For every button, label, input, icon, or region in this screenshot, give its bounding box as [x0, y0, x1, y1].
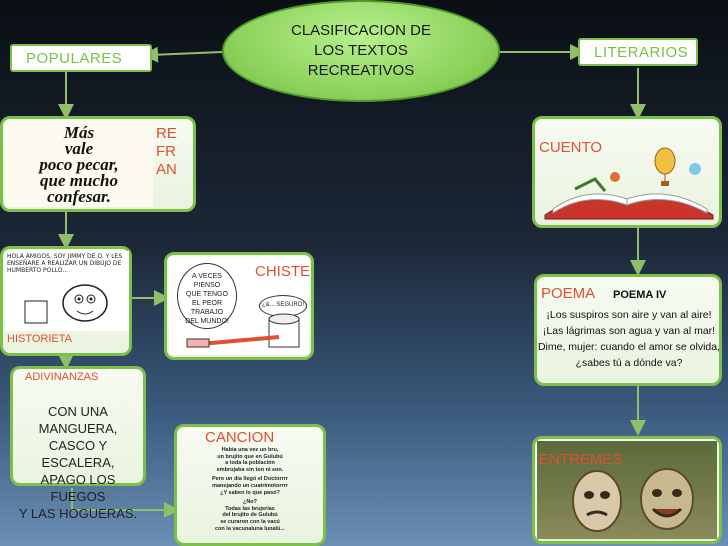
historieta-image: HOLA AMIGOS, SOY JIMMY DE O. Y LES ENSEÑ…: [5, 251, 129, 331]
theatre-masks-image: [537, 441, 717, 539]
chiste-image: A VECES PIENSO QUE TENGO EL PEOR TRABAJO…: [169, 257, 309, 355]
storybook-icon: [544, 147, 714, 220]
cuento-box: CUENTO: [532, 116, 722, 228]
adivinanzas-text: CON UNA MANGUERA, CASCO Y ESCALERA, APAG…: [18, 404, 138, 521]
refran-text: Más vale poco pecar, que mucho confesar.: [39, 123, 119, 206]
title-line-3: RECREATIVOS: [307, 62, 415, 79]
cancion-lyrics: Había una vez un bru, un brujito que en …: [211, 447, 289, 532]
cancion-box: CANCION Había una vez un bru, un brujito…: [174, 424, 326, 546]
literarios-header: LITERARIOS: [578, 38, 698, 66]
cancion-tag: CANCION: [205, 429, 275, 446]
poema-box: POEMA POEMA IV ¡Los suspiros son aire y …: [534, 274, 722, 386]
refran-image: Más vale poco pecar, que mucho confesar.: [5, 121, 153, 207]
theatre-masks-icon: [572, 468, 694, 532]
entremes-box: ENTREMES: [532, 436, 722, 544]
cartoon-character-icon: [24, 284, 108, 324]
title-line-2: LOS TEXTOS: [314, 42, 408, 59]
toilet-paper-icon: [186, 313, 300, 348]
chiste-tag: CHISTE: [255, 263, 311, 280]
refran-tag: RE FR AN: [156, 125, 177, 178]
cuento-tag: CUENTO: [539, 139, 603, 156]
chiste-box: A VECES PIENSO QUE TENGO EL PEOR TRABAJO…: [164, 252, 314, 360]
poema-title: POEMA IV: [613, 289, 667, 301]
populares-header: POPULARES: [10, 44, 152, 72]
title-oval: CLASIFICACION DE LOS TEXTOS RECREATIVOS: [222, 0, 500, 102]
adivinanzas-tag: ADIVINANZAS: [25, 371, 99, 383]
chiste-bubble-1: A VECES PIENSO QUE TENGO EL PEOR TRABAJO…: [177, 263, 237, 329]
refran-box: Más vale poco pecar, que mucho confesar.…: [0, 116, 196, 212]
poema-text: ¡Los suspiros son aire y van al aire! ¡L…: [537, 309, 721, 369]
entremes-tag: ENTREMES: [539, 451, 623, 468]
historieta-box: HOLA AMIGOS, SOY JIMMY DE O. Y LES ENSEÑ…: [0, 246, 132, 356]
adivinanzas-box: ADIVINANZAS CON UNA MANGUERA, CASCO Y ES…: [10, 366, 146, 521]
title-line-1: CLASIFICACION DE: [290, 22, 432, 39]
poema-tag: POEMA: [541, 285, 596, 302]
historieta-tag: HISTORIETA: [7, 333, 72, 345]
historieta-speech: HOLA AMIGOS, SOY JIMMY DE O. Y LES ENSEÑ…: [7, 253, 123, 274]
